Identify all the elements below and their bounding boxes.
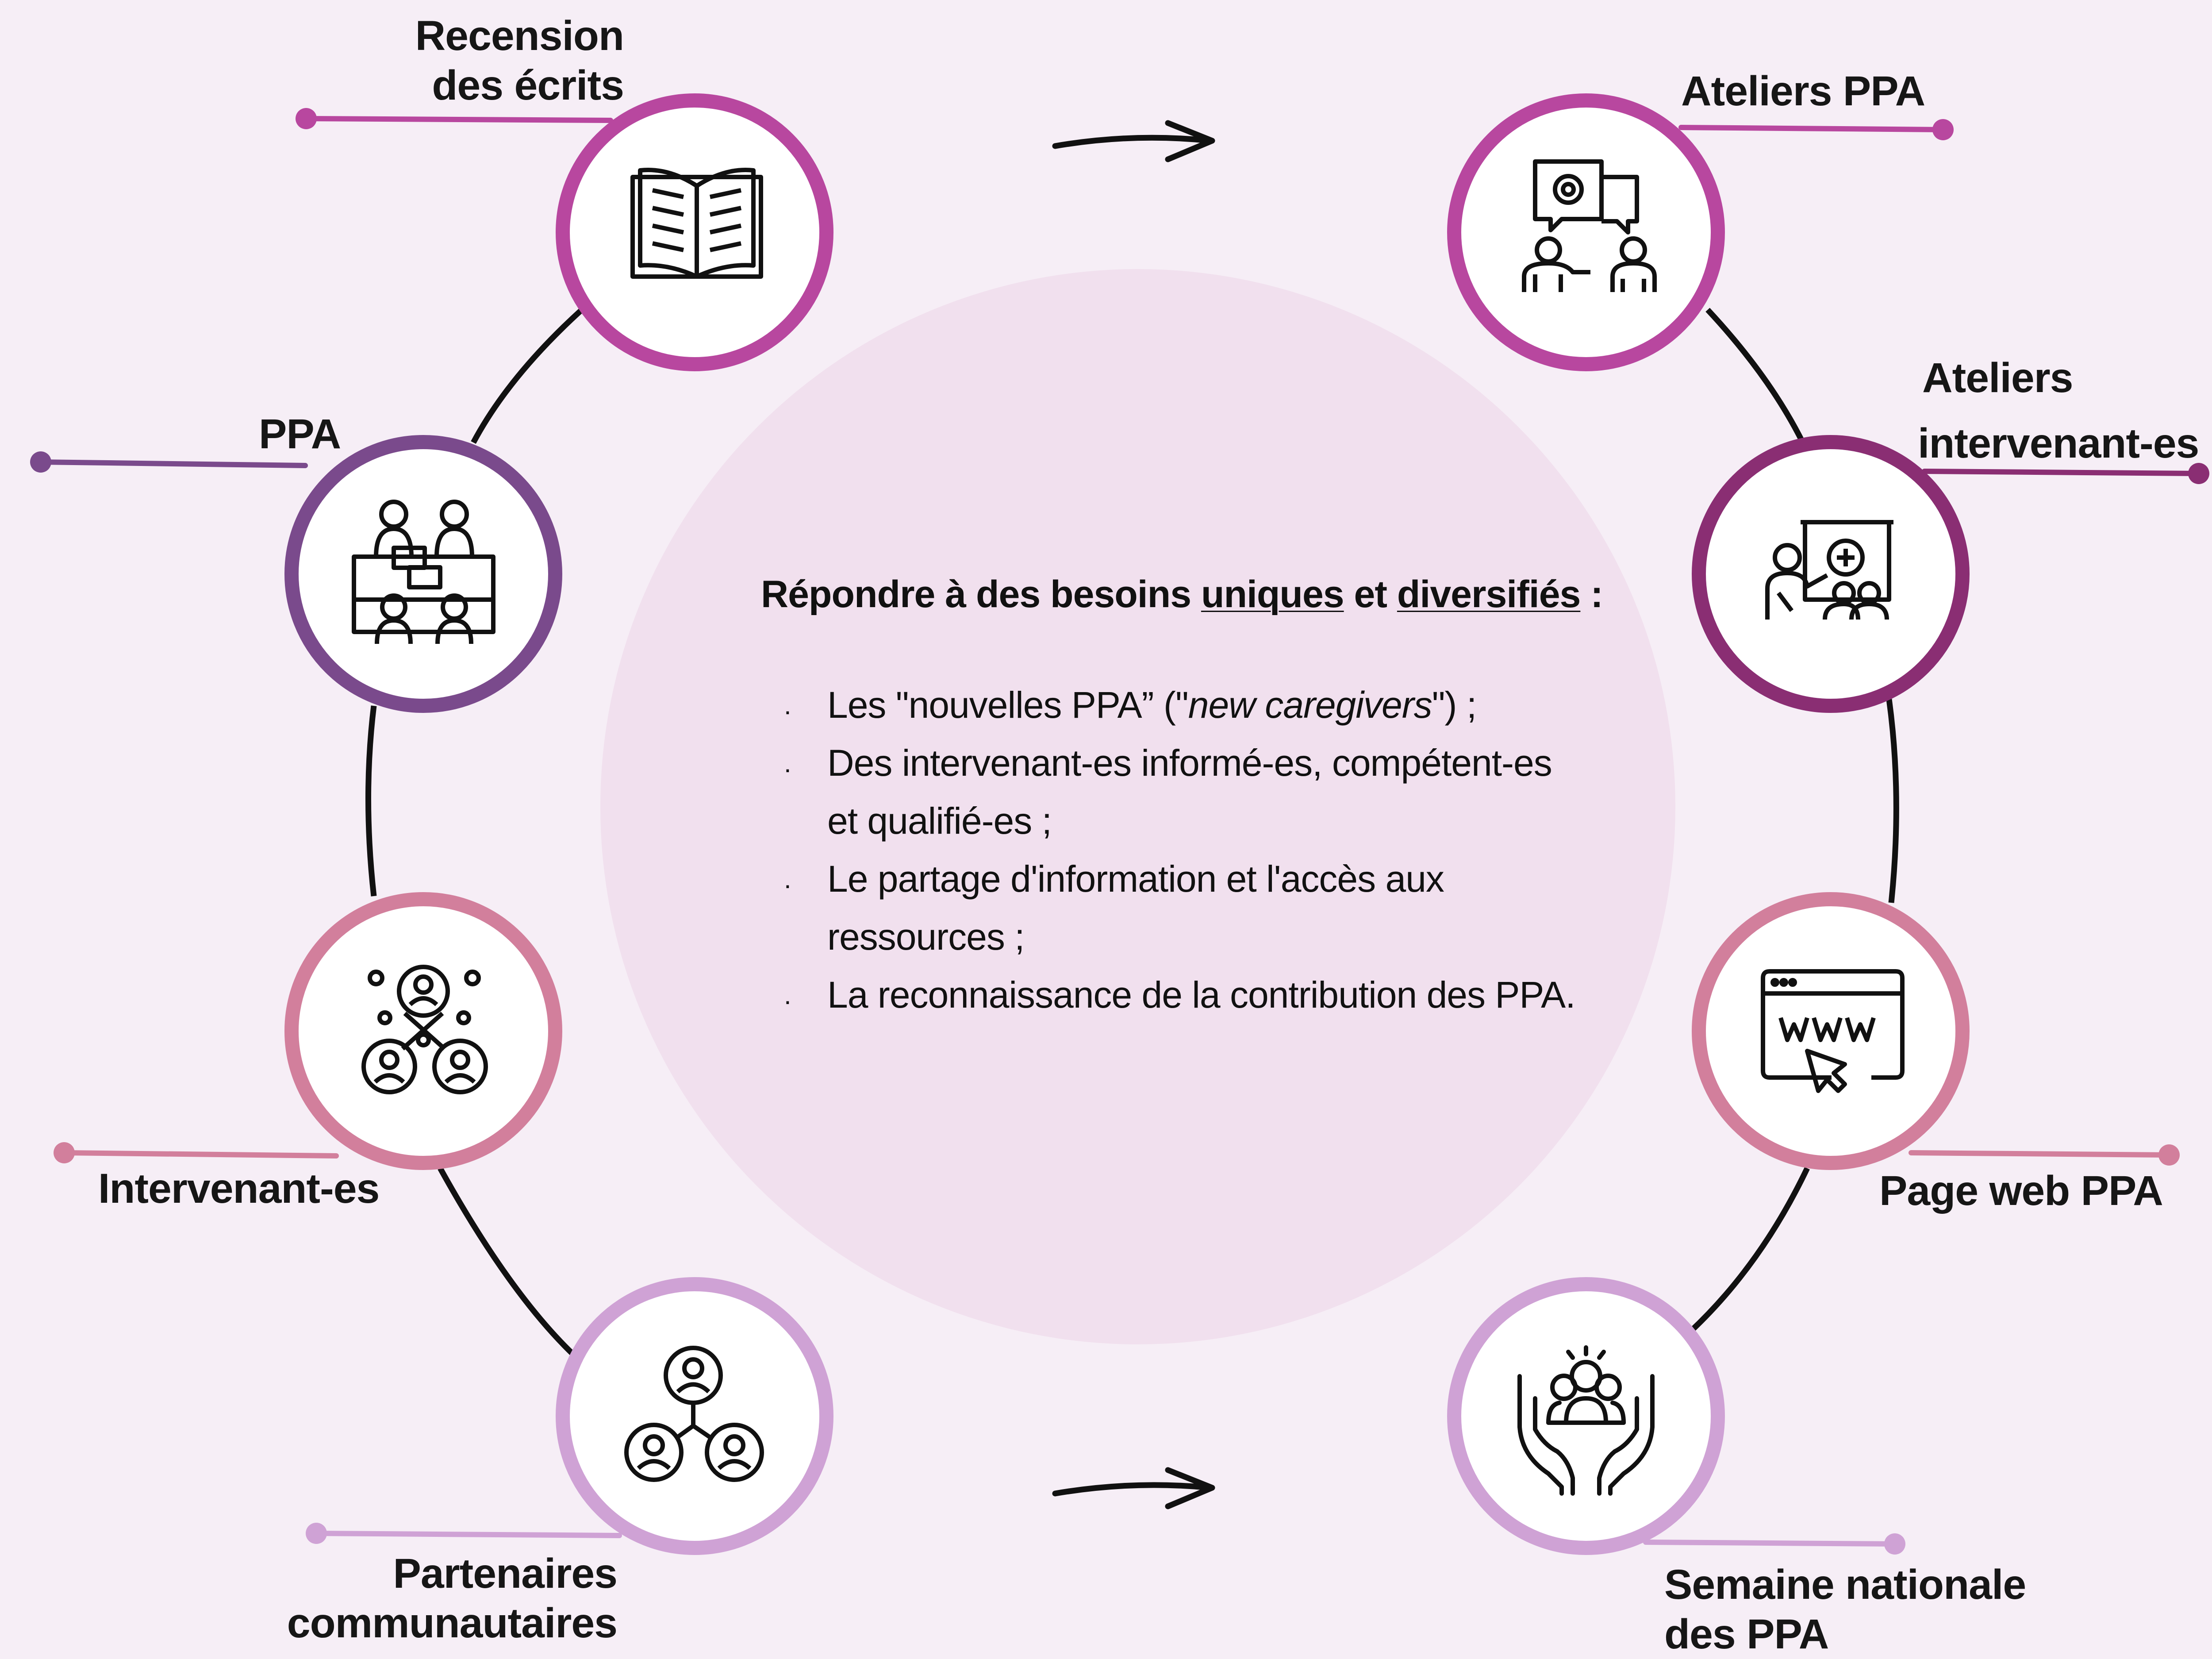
label-line: Intervenant-es (98, 1165, 380, 1212)
item-text: et qualifié-es ; (827, 800, 1052, 842)
node-ppa (284, 435, 562, 713)
list-item: . Des intervenant-es informé-es, compéten… (761, 734, 1601, 850)
item-text: ") ; (1432, 684, 1477, 726)
node-ateliers-ppa (1447, 93, 1725, 371)
label-line: Partenaires (393, 1550, 618, 1597)
label-page-web: Page web PPA (1879, 1166, 2163, 1216)
label-line: PPA (259, 411, 341, 458)
label-line: communautaires (287, 1600, 618, 1647)
heading-emphasis-diversifies: diversifiés (1397, 573, 1581, 616)
label-ppa: PPA (259, 409, 341, 459)
bullet: . (784, 980, 791, 1010)
item-text: Des intervenant-es informé-es, compétent… (827, 742, 1552, 784)
list-item: . Le partage d'information et l'accès aux… (761, 850, 1601, 966)
node-ateliers-intervenant (1692, 435, 1970, 713)
label-line: Semaine nationale (1664, 1561, 2026, 1608)
presentation-icon (1765, 520, 1893, 620)
label-semaine: Semaine nationale des PPA (1664, 1560, 2026, 1659)
left-ring-arc (365, 308, 584, 1356)
node-intervenant (284, 892, 562, 1170)
group-meeting-icon (352, 500, 495, 644)
label-recension: Recension des écrits (376, 11, 624, 110)
needs-list: . Les "nouvelles PPA” ("new caregivers") … (761, 676, 1601, 1024)
open-book-icon (630, 168, 763, 279)
node-recension (556, 93, 833, 371)
right-arrow-icon (1052, 1467, 1215, 1509)
label-line: Ateliers (1922, 354, 2074, 401)
label-line: Ateliers PPA (1681, 68, 1925, 115)
right-ring-arc (1688, 308, 1899, 1334)
label-ateliers-intervenant: Ateliers intervenant-es (1918, 345, 2199, 476)
item-text: Le partage d'information et l'accès aux (827, 858, 1444, 900)
connected-people-icon (624, 1346, 764, 1482)
connector-lines (30, 108, 2209, 1555)
right-arrow-icon (1052, 120, 1215, 162)
bullet: . (784, 690, 791, 720)
list-item: . La reconnaissance de la contribution de… (761, 966, 1601, 1024)
label-ateliers-ppa: Ateliers PPA (1681, 66, 1925, 116)
workshop-discussion-icon (1522, 159, 1657, 292)
hands-community-icon (1517, 1345, 1655, 1496)
label-line: des écrits (432, 62, 624, 109)
label-intervenant: Intervenant-es (98, 1164, 380, 1213)
heading-part: : (1580, 573, 1603, 616)
item-text: La reconnaissance de la contribution des… (827, 974, 1576, 1016)
node-semaine (1447, 1277, 1725, 1555)
heading-part: et (1344, 573, 1397, 616)
heading-emphasis-uniques: uniques (1201, 573, 1344, 616)
list-item: . Les "nouvelles PPA” ("new caregivers") … (761, 676, 1601, 734)
label-line: des PPA (1664, 1611, 1829, 1658)
bullet: . (784, 748, 791, 778)
item-text: ressources ; (827, 916, 1025, 958)
center-heading: Répondre à des besoins uniques et divers… (761, 571, 1603, 619)
label-partenaires: Partenaires communautaires (283, 1549, 618, 1648)
center-text-block: Répondre à des besoins uniques et divers… (761, 571, 1603, 1024)
www-browser-icon (1761, 969, 1905, 1093)
network-people-icon (361, 965, 488, 1094)
label-line: intervenant-es (1918, 420, 2199, 467)
node-page-web (1692, 892, 1970, 1170)
item-emphasis: new caregivers (1188, 684, 1432, 726)
heading-part: Répondre à des besoins (761, 573, 1201, 616)
item-text: Les "nouvelles PPA” (" (827, 684, 1189, 726)
bullet: . (784, 864, 791, 894)
center-circle (600, 269, 1675, 1344)
node-partenaires (556, 1277, 833, 1555)
label-line: Recension (415, 12, 624, 59)
label-line: Page web PPA (1879, 1167, 2163, 1214)
